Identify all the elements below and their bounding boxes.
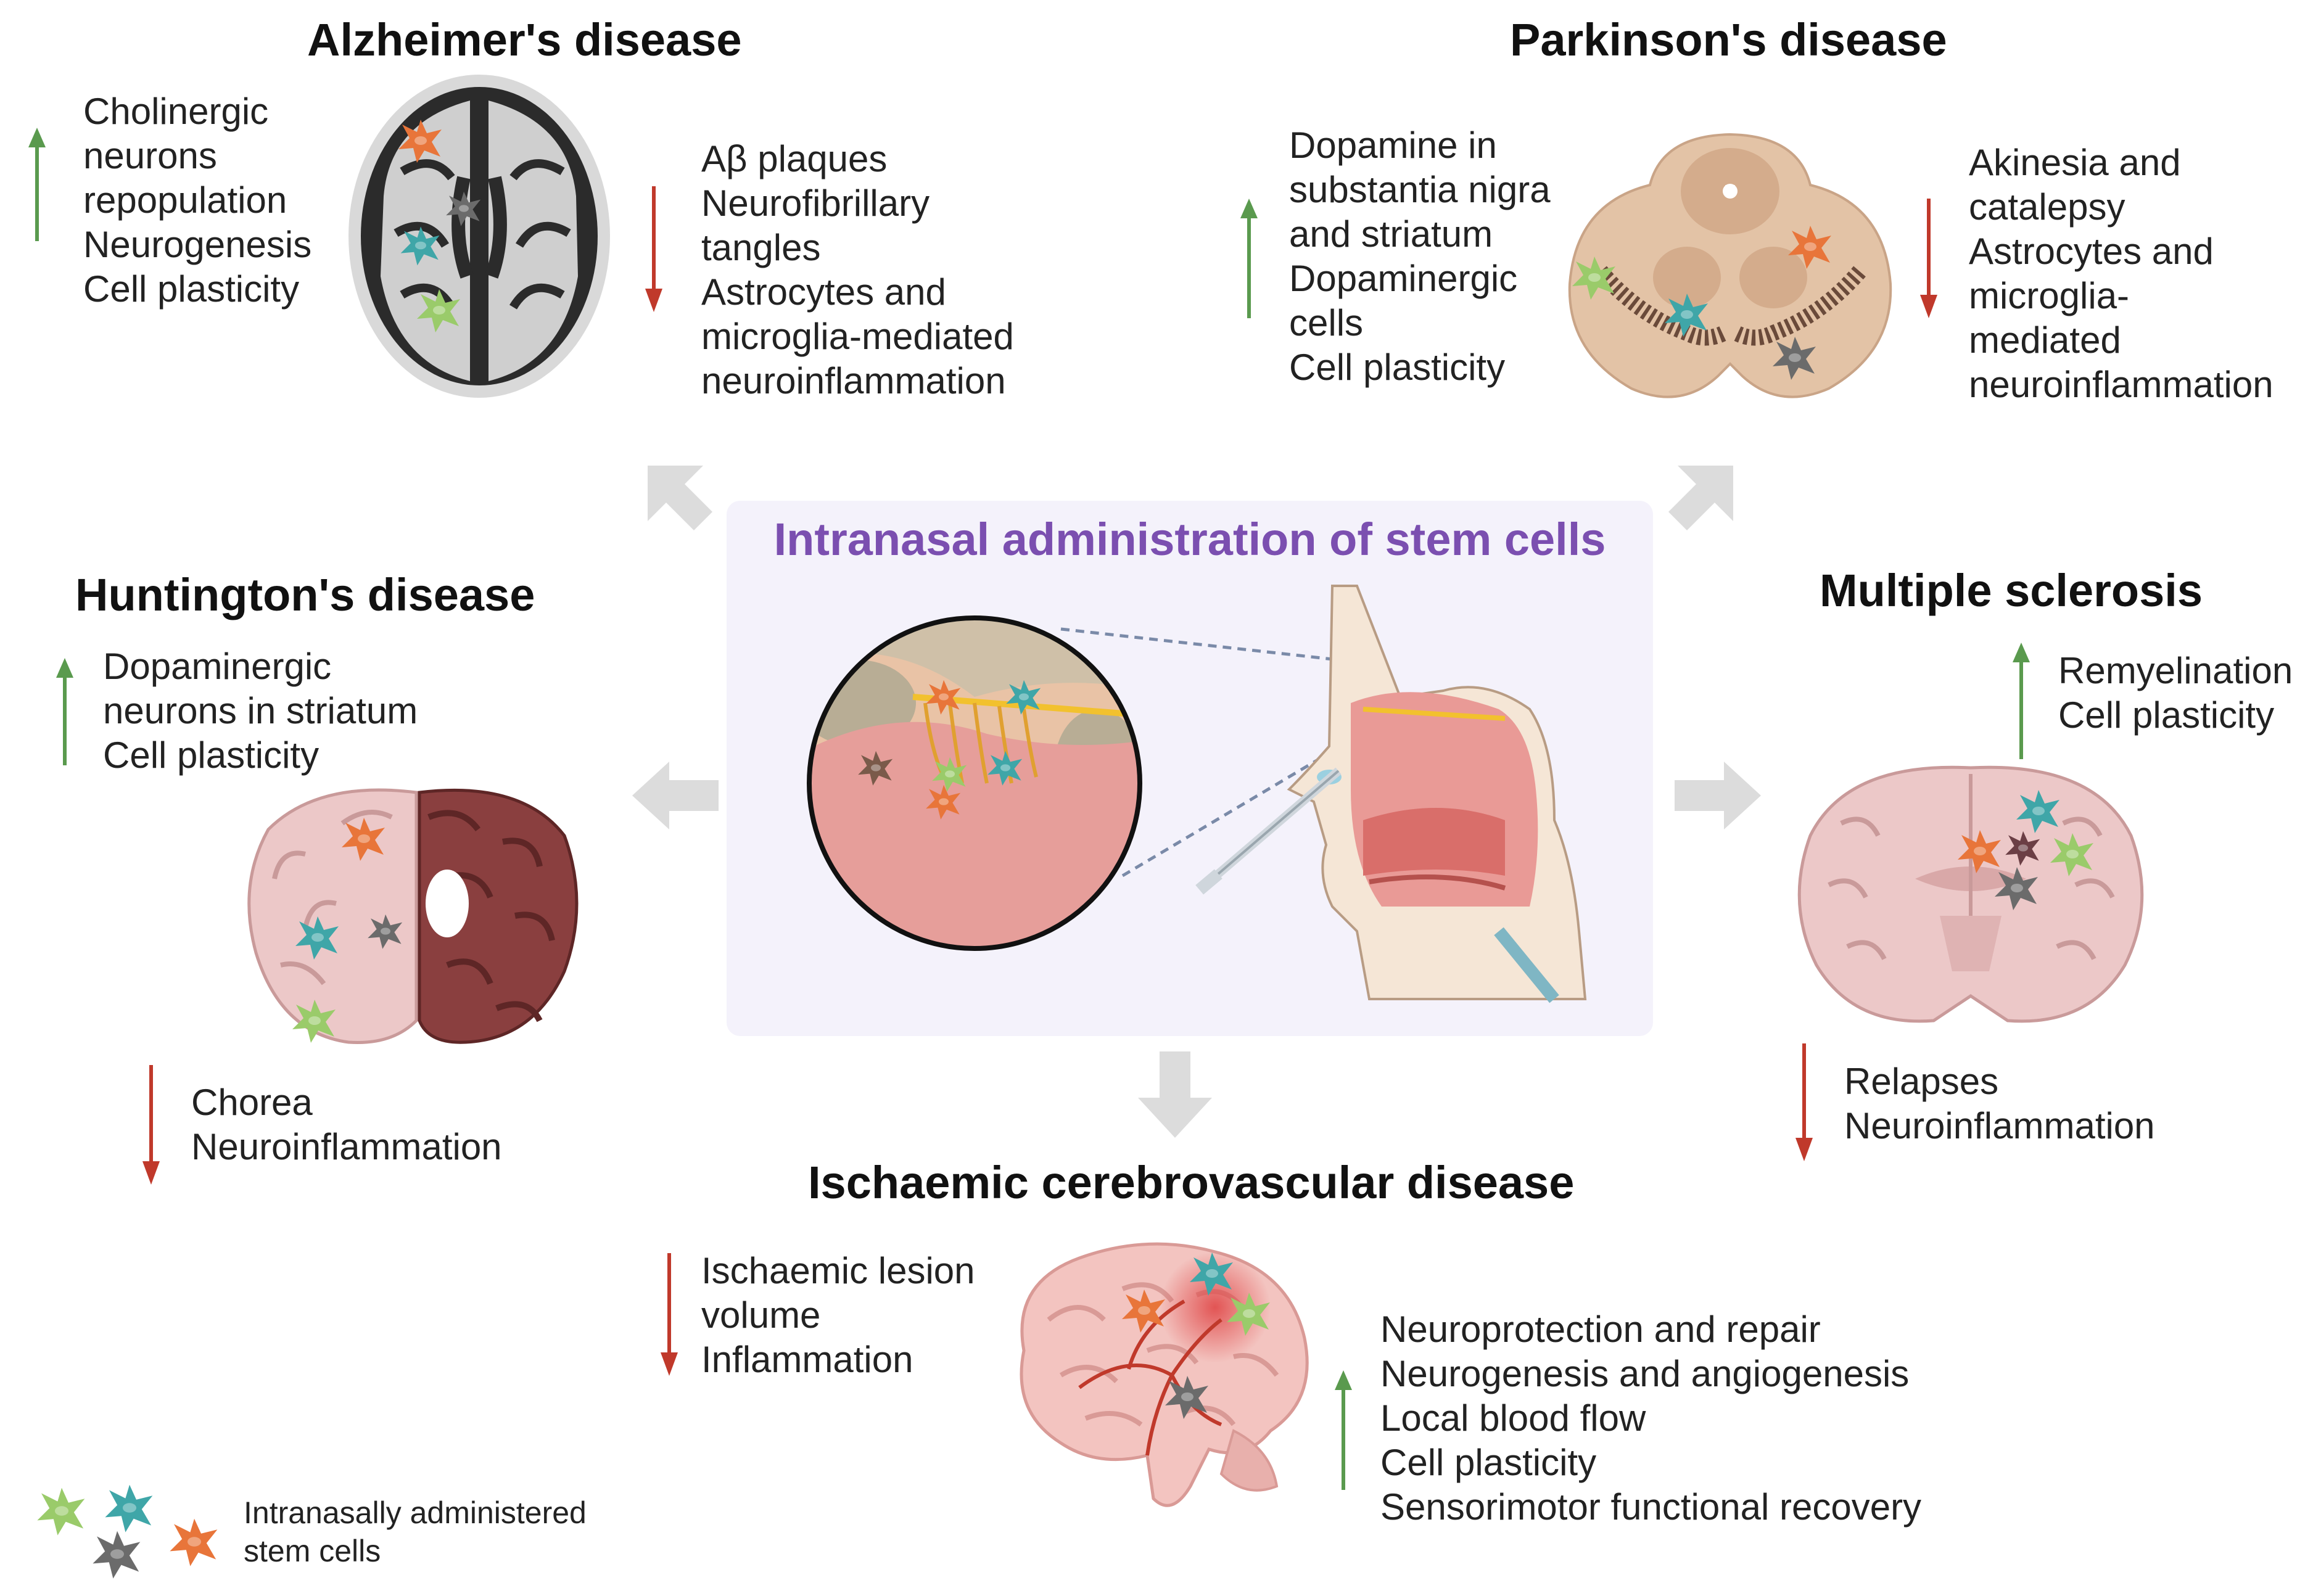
decrease-arrow-icon: [142, 1065, 160, 1185]
list-item: Dopaminergic: [1289, 258, 1518, 299]
list-item: Cholinergic: [83, 91, 269, 132]
zoom-dashed-lines: [1060, 627, 1339, 878]
flow-arrow-icon: [632, 762, 719, 829]
list-item: Neuroprotection and repair: [1380, 1309, 1821, 1350]
ms-decrease-list: Relapses Neuroinflammation: [1844, 1059, 2155, 1148]
alzheimer-brain-illustration: [348, 75, 610, 398]
huntington-increase-list: Dopaminergic neurons in striatum Cell pl…: [103, 644, 418, 778]
list-item: Aβ plaques: [701, 138, 888, 179]
ischaemic-title: Ischaemic cerebrovascular disease: [808, 1157, 1575, 1208]
list-item: microglia-mediated: [701, 316, 1014, 357]
ms-brain-illustration: [1797, 765, 2144, 1023]
list-item: Dopaminergic: [103, 646, 332, 687]
flow-arrow-icon: [648, 466, 712, 530]
list-item: Neurogenesis: [83, 224, 312, 265]
list-item: Neuroinflammation: [191, 1126, 502, 1167]
list-item: Sensorimotor functional recovery: [1380, 1486, 1922, 1528]
list-item: Local blood flow: [1380, 1397, 1646, 1439]
olfactory-zoom-illustration: [807, 615, 1142, 951]
list-item: Neuroinflammation: [1844, 1105, 2155, 1146]
alzheimer-decrease-list: Aβ plaques Neurofibrillary tangles Astro…: [701, 137, 1014, 403]
legend-label: Intranasally administered stem cells: [244, 1494, 587, 1570]
ischaemic-brain-illustration: [1020, 1242, 1309, 1507]
list-item: tangles: [701, 227, 821, 268]
stem-cells-legend-icon: [37, 1484, 218, 1579]
ischaemic-increase-list: Neuroprotection and repair Neurogenesis …: [1380, 1307, 1921, 1529]
huntington-brain-illustration: [247, 788, 579, 1045]
list-item: Neurofibrillary: [701, 183, 930, 224]
list-item: catalepsy: [1969, 186, 2125, 228]
huntington-title: Huntington's disease: [75, 569, 535, 620]
list-item: Inflammation: [701, 1339, 913, 1380]
list-item: Cell plasticity: [83, 268, 300, 310]
list-item: neurons in striatum: [103, 690, 418, 731]
increase-arrow-icon: [1240, 199, 1258, 318]
list-item: Ischaemic lesion: [701, 1250, 975, 1291]
decrease-arrow-icon: [1920, 199, 1937, 318]
list-item: substantia nigra: [1289, 169, 1551, 210]
list-item: volume: [701, 1294, 821, 1336]
legend-line: Intranasally administered: [244, 1495, 587, 1530]
list-item: neuroinflammation: [701, 360, 1006, 401]
parkinson-title: Parkinson's disease: [1510, 14, 1947, 65]
center-title: Intranasal administration of stem cells: [773, 514, 1606, 565]
list-item: Cell plasticity: [1289, 347, 1506, 388]
multiple-sclerosis-title: Multiple sclerosis: [1820, 565, 2203, 616]
decrease-arrow-icon: [1795, 1043, 1813, 1161]
flow-arrow-icon: [1138, 1051, 1212, 1138]
nasal-cavity-illustration: [1195, 585, 1587, 1003]
decrease-arrow-icon: [645, 186, 662, 312]
decrease-arrow-icon: [661, 1253, 678, 1376]
parkinson-decrease-list: Akinesia and catalepsy Astrocytes and mi…: [1969, 141, 2274, 407]
list-item: Astrocytes and: [1969, 231, 2214, 272]
list-item: Neurogenesis and angiogenesis: [1380, 1353, 1910, 1394]
alzheimer-increase-list: Cholinergic neurons repopulation Neuroge…: [83, 89, 311, 311]
list-item: and striatum: [1289, 213, 1493, 255]
legend-line: stem cells: [244, 1534, 381, 1568]
ms-increase-list: Remyelination Cell plasticity: [2058, 649, 2293, 738]
list-item: neuroinflammation: [1969, 364, 2274, 405]
list-item: neurons: [83, 135, 217, 176]
alzheimer-title: Alzheimer's disease: [307, 14, 742, 65]
huntington-decrease-list: Chorea Neuroinflammation: [191, 1080, 502, 1169]
list-item: microglia-: [1969, 275, 2130, 316]
increase-arrow-icon: [28, 128, 46, 241]
list-item: Dopamine in: [1289, 125, 1497, 166]
parkinson-midbrain-illustration: [1568, 133, 1892, 398]
list-item: Remyelination: [2058, 650, 2293, 691]
list-item: mediated: [1969, 319, 2121, 361]
list-item: Astrocytes and: [701, 271, 946, 313]
list-item: Relapses: [1844, 1061, 1999, 1102]
list-item: Cell plasticity: [2058, 694, 2275, 736]
ischaemic-decrease-list: Ischaemic lesion volume Inflammation: [701, 1249, 975, 1382]
list-item: repopulation: [83, 179, 287, 221]
flow-arrow-icon: [1668, 466, 1733, 530]
list-item: Cell plasticity: [103, 734, 319, 776]
parkinson-increase-list: Dopamine in substantia nigra and striatu…: [1289, 123, 1551, 390]
flow-arrow-icon: [1675, 762, 1761, 829]
increase-arrow-icon: [56, 658, 73, 765]
list-item: cells: [1289, 302, 1364, 343]
list-item: Cell plasticity: [1380, 1442, 1597, 1483]
increase-arrow-icon: [1335, 1370, 1352, 1490]
list-item: Chorea: [191, 1082, 313, 1123]
list-item: Akinesia and: [1969, 142, 2181, 183]
increase-arrow-icon: [2013, 643, 2030, 759]
